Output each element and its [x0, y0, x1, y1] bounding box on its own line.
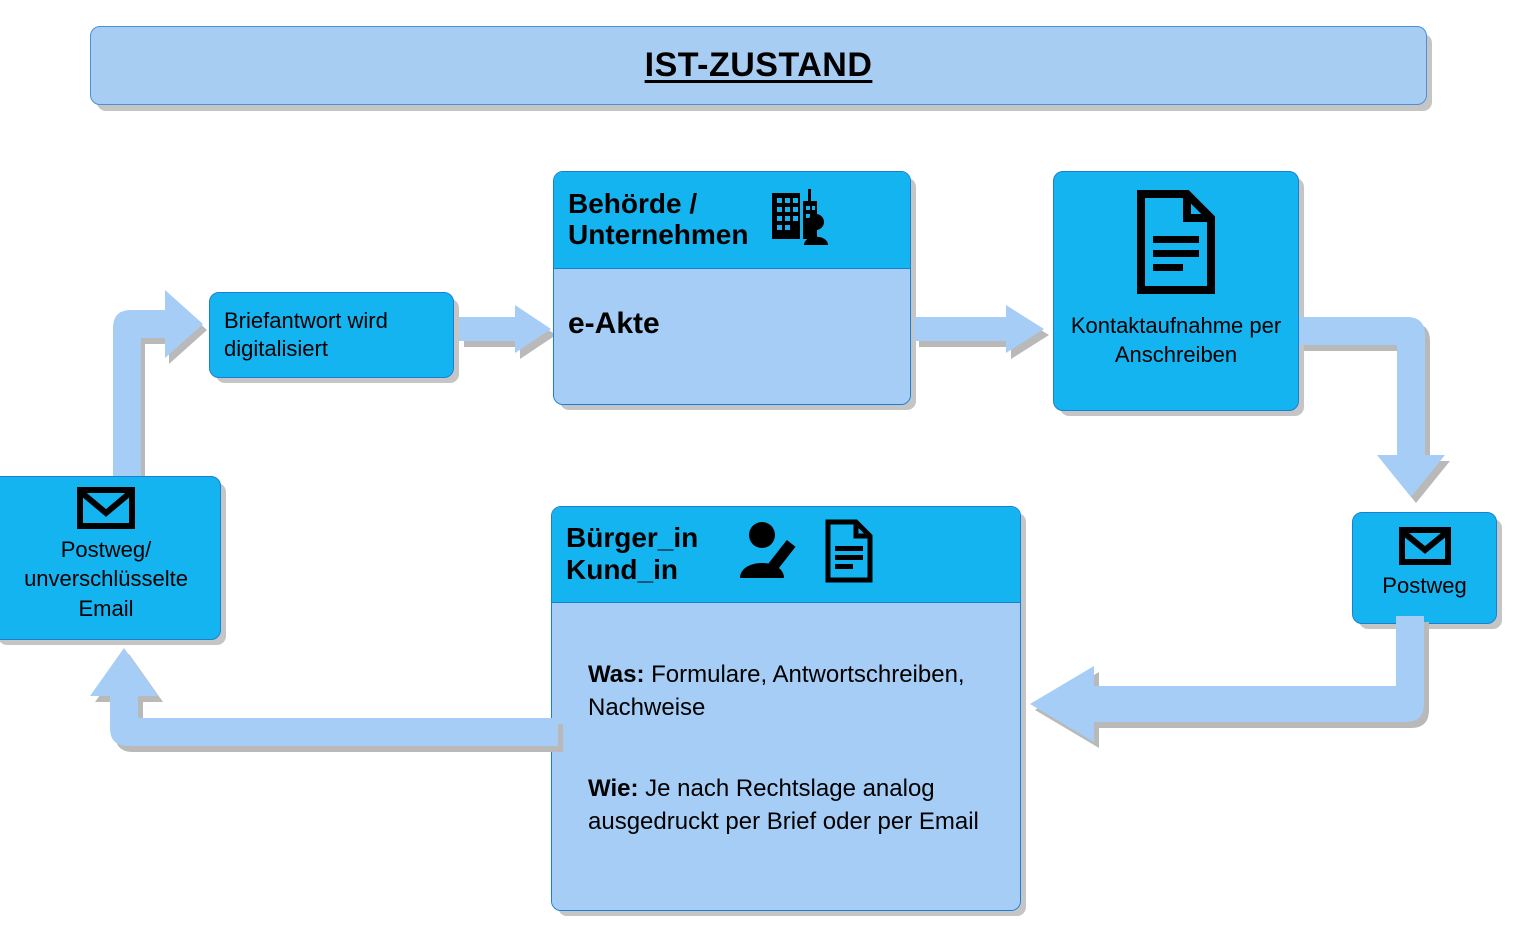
person-writing-icon	[736, 520, 798, 587]
node-buerger-wie-paragraph: Wie: Je nach Rechtslage analog ausgedruc…	[588, 773, 1002, 838]
node-buerger-was-paragraph: Was: Formulare, Antwortschreiben, Nachwe…	[588, 659, 1002, 724]
node-behoerde-body-label: e-Akte	[568, 306, 660, 340]
node-behoerde-header: Behörde / Unternehmen	[554, 172, 910, 269]
node-behoerde-header-label: Behörde / Unternehmen	[568, 187, 749, 250]
node-kontaktaufnahme[interactable]: Kontaktaufnahme per Anschreiben	[1053, 171, 1299, 411]
arrow-buerger-to-email	[80, 634, 570, 759]
envelope-icon	[1353, 527, 1496, 565]
node-briefantwort-label: Briefantwort wird digitalisiert	[224, 307, 388, 361]
node-buerger-kunde[interactable]: Bürger_in Kund_in	[551, 506, 1021, 911]
arrow-postweg-to-buerger	[1020, 616, 1440, 776]
envelope-icon	[0, 487, 220, 529]
node-kontaktaufnahme-label: Kontaktaufnahme per Anschreiben	[1070, 313, 1282, 367]
node-buerger-wie-key: Wie:	[588, 775, 639, 802]
node-buerger-was-key: Was:	[588, 661, 645, 688]
arrow-briefantwort-to-behoerde	[459, 305, 559, 367]
node-postweg-rechts-label: Postweg	[1382, 573, 1467, 598]
node-behoerde-unternehmen[interactable]: Behörde / Unternehmen	[553, 171, 911, 405]
arrow-behoerde-to-kontakt	[914, 305, 1054, 367]
document-icon	[824, 519, 874, 588]
node-behoerde-header-icons	[770, 187, 832, 252]
node-postweg-unverschluesselte-email[interactable]: Postweg/ unverschlüsselte Email	[0, 476, 221, 640]
company-person-icon	[770, 187, 832, 252]
node-buerger-header-label: Bürger_in Kund_in	[566, 522, 699, 585]
node-postweg-email-label: Postweg/ unverschlüsselte Email	[24, 537, 188, 621]
arrow-kontakt-to-postweg	[1299, 305, 1469, 520]
node-buerger-body: Was: Formulare, Antwortschreiben, Nachwe…	[552, 603, 1020, 910]
diagram-title-banner: IST-ZUSTAND	[90, 26, 1427, 105]
node-briefantwort-digitalisiert[interactable]: Briefantwort wird digitalisiert	[209, 292, 454, 378]
node-postweg-rechts[interactable]: Postweg	[1352, 512, 1497, 624]
page-title: IST-ZUSTAND	[644, 46, 873, 84]
node-buerger-header-icons	[736, 519, 874, 588]
node-behoerde-body: e-Akte	[554, 269, 910, 404]
node-buerger-header: Bürger_in Kund_in	[552, 507, 1020, 603]
node-buerger-was-value: Formulare, Antwortschreiben, Nachweise	[588, 661, 965, 721]
node-buerger-wie-value: Je nach Rechtslage analog ausgedruckt pe…	[588, 775, 979, 835]
document-icon	[1054, 190, 1298, 294]
